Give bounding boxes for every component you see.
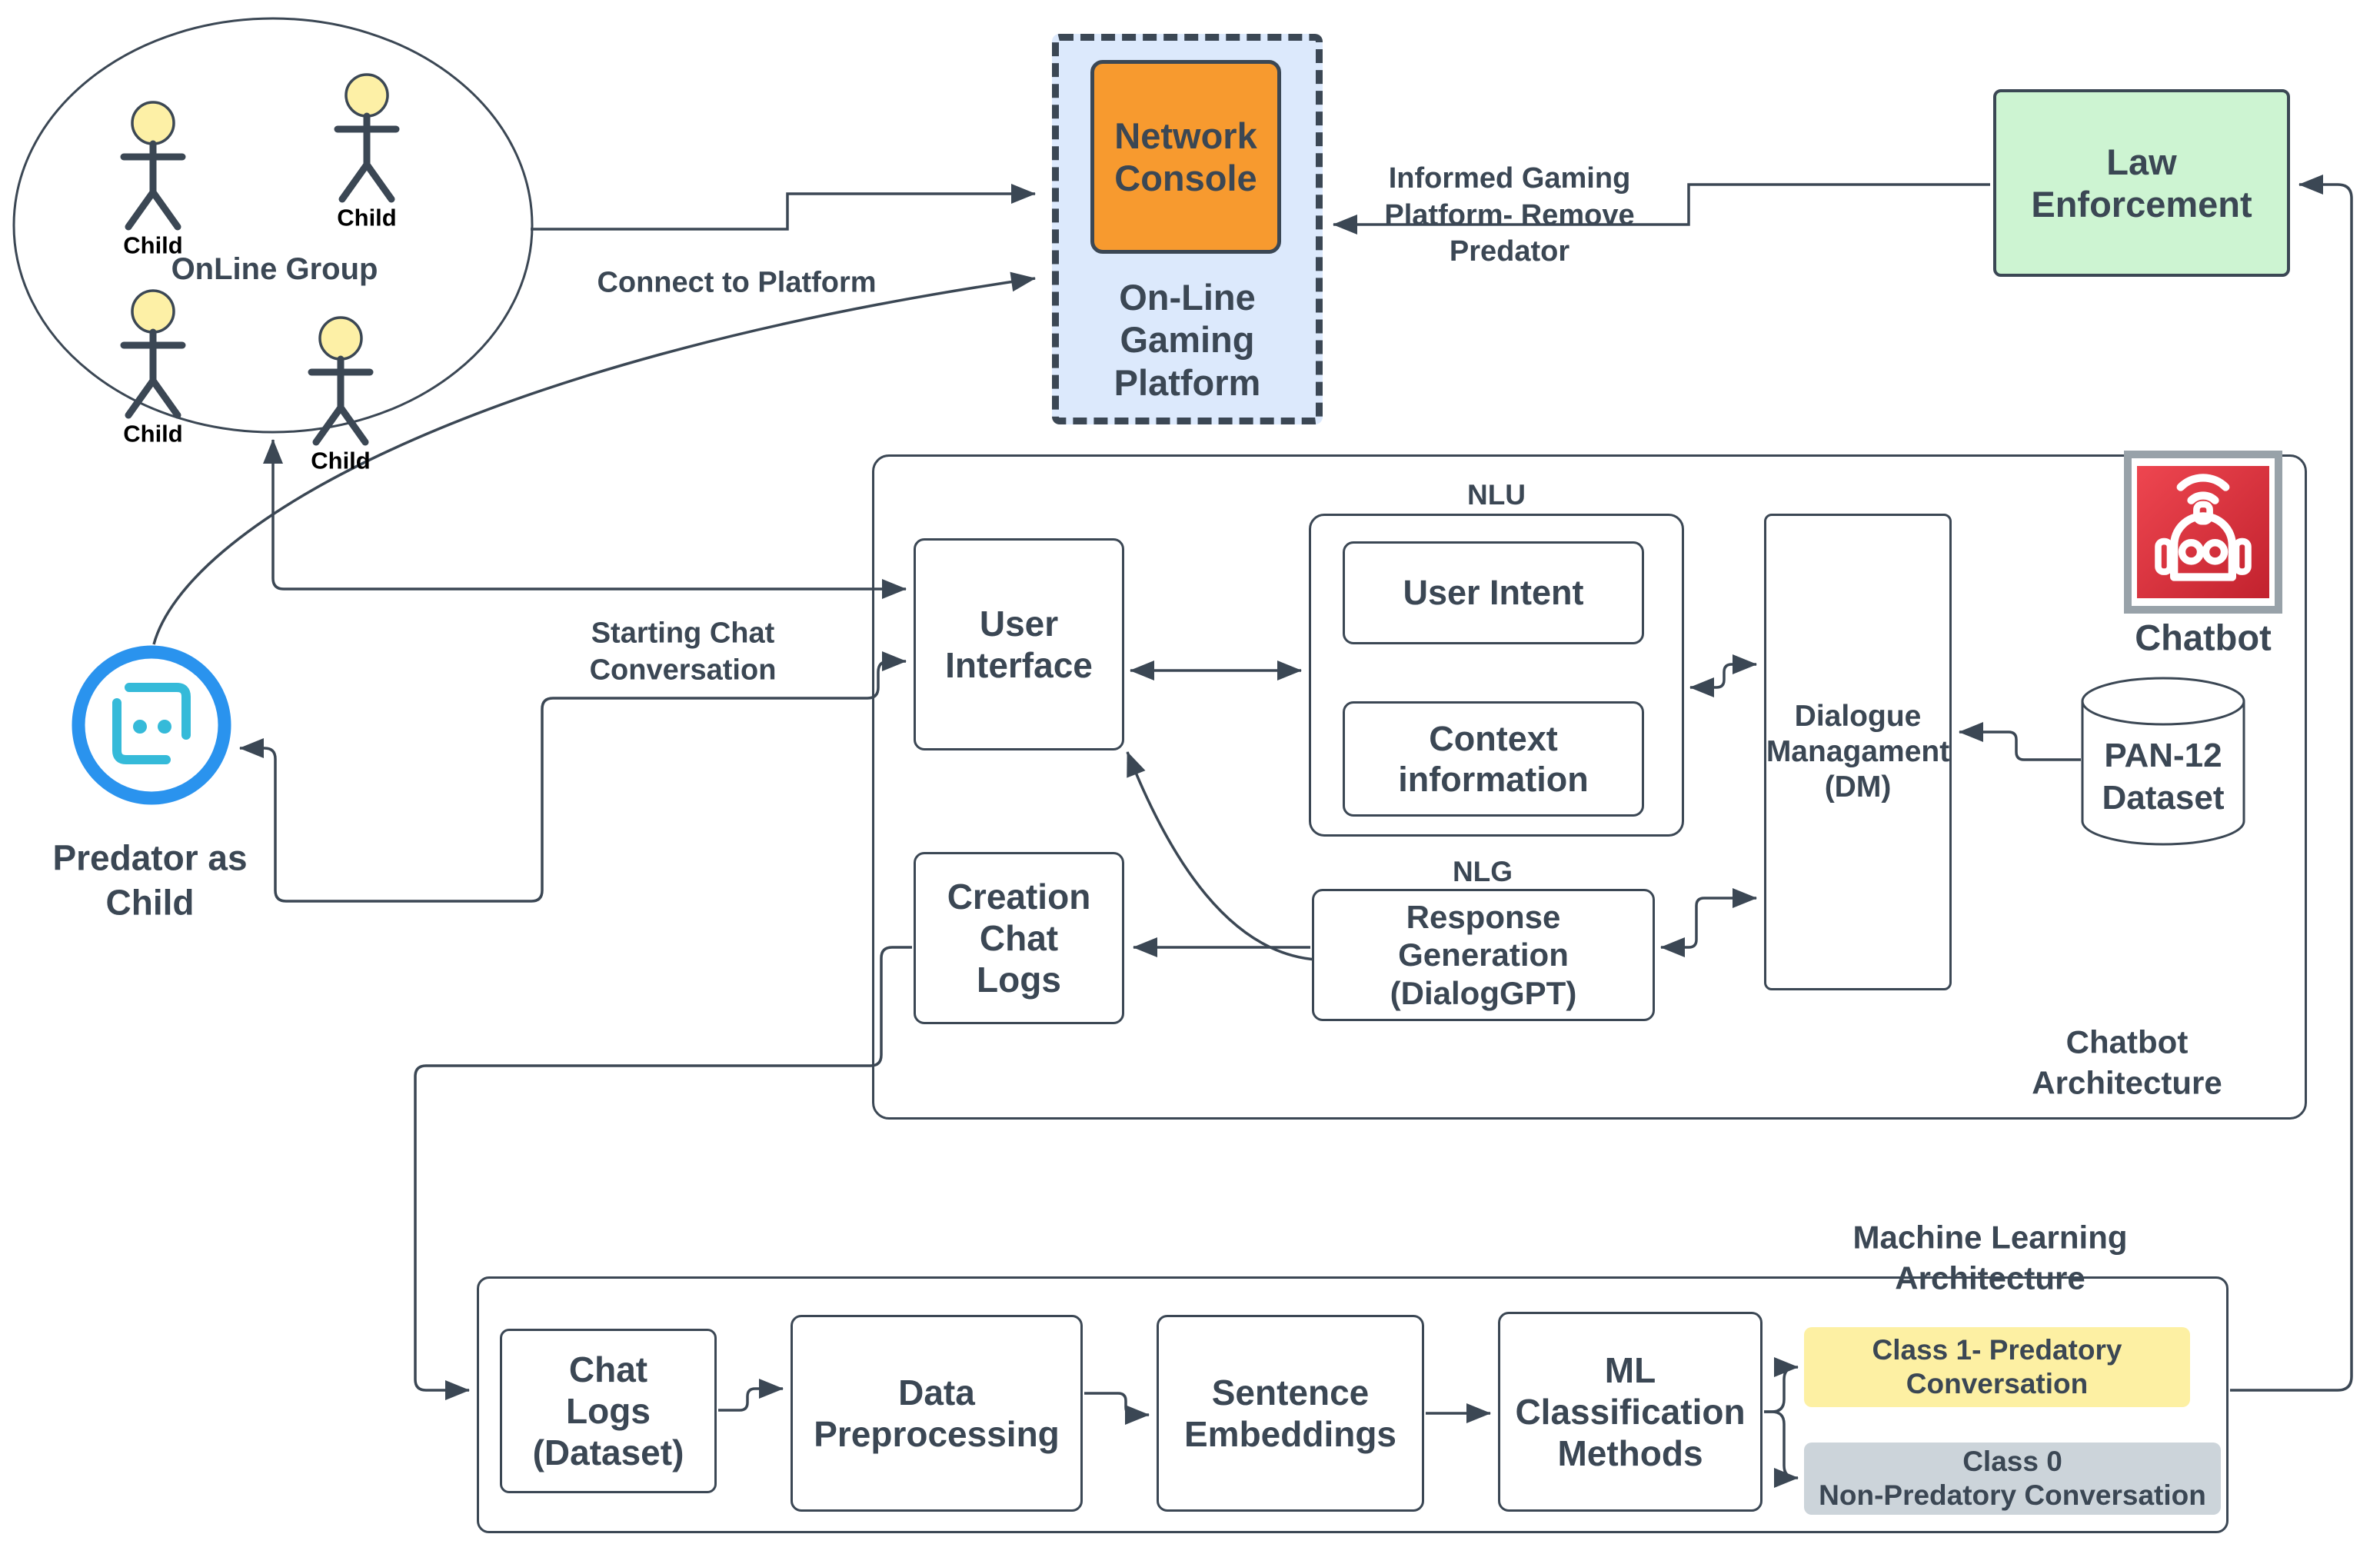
online-group-label: OnLine Group	[171, 252, 378, 286]
class1-label: Class 1- Predatory Conversation	[1872, 1334, 2122, 1399]
edge-label-connect-to-platform: Connect to Platform	[597, 266, 877, 299]
ml-classification-label: ML Classification Methods	[1515, 1349, 1746, 1474]
edge-label-starting-chat: Starting Chat Conversation	[589, 617, 777, 687]
gaming-platform-label: On-Line Gaming Platform	[1113, 276, 1261, 403]
user-intent-box: User Intent	[1343, 541, 1644, 644]
context-information-box: Context information	[1343, 701, 1644, 817]
response-generation-box: Response Generation (DialogGPT)	[1312, 889, 1655, 1021]
child-figure	[334, 73, 400, 203]
user-intent-label: User Intent	[1403, 573, 1584, 613]
chat-logs-dataset-label: Chat Logs (Dataset)	[532, 1349, 684, 1473]
network-console-label: Network Console	[1114, 115, 1257, 198]
online-group-ellipse	[12, 17, 534, 434]
nlg-label: NLG	[1452, 855, 1513, 887]
chatbot-icon	[2124, 451, 2282, 614]
predator-label: Predator as Child	[52, 837, 248, 923]
child-figure	[308, 316, 374, 446]
edge-predator-ui	[239, 651, 907, 903]
law-enforcement-box: Law Enforcement	[1993, 89, 2290, 277]
dialogue-management-box: Dialogue Managament (DM)	[1764, 514, 1952, 990]
child-label: Child	[311, 447, 371, 474]
chatbot-architecture-container	[872, 454, 2307, 1120]
data-preprocessing-label: Data Preprocessing	[814, 1372, 1060, 1454]
ml-classification-box: ML Classification Methods	[1498, 1312, 1763, 1512]
predator-icon	[71, 644, 232, 806]
child-label: Child	[123, 231, 183, 259]
context-information-label: Context information	[1398, 718, 1589, 799]
sentence-embeddings-label: Sentence Embeddings	[1183, 1372, 1397, 1454]
chat-logs-dataset-box: Chat Logs (Dataset)	[500, 1329, 717, 1493]
child-figure	[120, 101, 186, 231]
pan12-label: PAN-12 Dataset	[2102, 737, 2225, 817]
child-figure	[120, 289, 186, 419]
ml-architecture-container	[477, 1276, 2229, 1533]
response-generation-label: Response Generation (DialogGPT)	[1390, 898, 1577, 1011]
nlu-label: NLU	[1466, 478, 1526, 511]
predator-eye	[158, 720, 171, 734]
predator-eye	[133, 720, 147, 734]
class0-label: Class 0 Non-Predatory Conversation	[1819, 1446, 2206, 1511]
user-interface-label: User Interface	[945, 603, 1093, 685]
class0-box: Class 0 Non-Predatory Conversation	[1804, 1443, 2221, 1515]
child-label: Child	[123, 420, 183, 448]
chatbot-architecture-title: Chatbot Architecture	[2032, 1023, 2222, 1101]
chatbot-icon-label: Chatbot	[2135, 617, 2272, 658]
law-enforcement-label: Law Enforcement	[2031, 141, 2252, 225]
creation-chat-logs-box: Creation Chat Logs	[914, 852, 1124, 1024]
child-label: Child	[337, 204, 397, 231]
dialogue-management-label: Dialogue Managament (DM)	[1766, 699, 1950, 804]
creation-chat-logs-label: Creation Chat Logs	[947, 876, 1091, 1000]
sentence-embeddings-box: Sentence Embeddings	[1157, 1315, 1424, 1512]
network-console-box: Network Console	[1090, 60, 1281, 254]
class1-box: Class 1- Predatory Conversation	[1804, 1327, 2190, 1407]
edge-group-to-platform	[531, 184, 1036, 231]
user-interface-box: User Interface	[914, 538, 1124, 750]
edge-label-informed: Informed Gaming Platform- Remove Predato…	[1384, 161, 1635, 268]
data-preprocessing-box: Data Preprocessing	[791, 1315, 1083, 1512]
